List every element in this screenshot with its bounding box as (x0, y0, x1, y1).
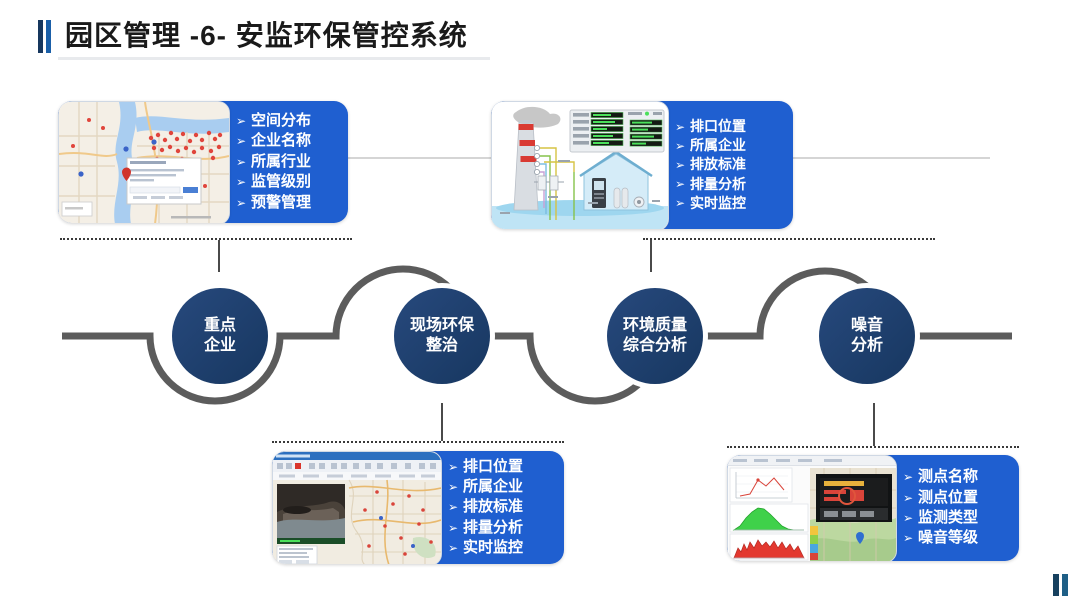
connector-stem-bottom-left (441, 403, 443, 441)
bullet-arrow-icon: ➢ (236, 175, 247, 190)
bullet-label: 企业名称 (251, 132, 312, 150)
bullet-arrow-icon: ➢ (903, 531, 914, 546)
bullet-item[interactable]: ➢ 预警管理 (236, 193, 340, 213)
bullet-item[interactable]: ➢ 实时监控 (448, 538, 556, 558)
bullet-item[interactable]: ➢ 所属企业 (448, 477, 556, 497)
bullet-label: 噪音等级 (918, 529, 979, 547)
bullet-item[interactable]: ➢ 空间分布 (236, 111, 340, 131)
node-env-quality[interactable]: 环境质量 综合分析 (607, 288, 703, 384)
bullet-arrow-icon: ➢ (903, 490, 914, 505)
bullet-label: 实时监控 (690, 194, 746, 211)
bullet-label: 排量分析 (690, 175, 746, 192)
callout-env-quality-bullets: ➢ 排口位置 ➢ 所属企业 ➢ 排放标准 ➢ 排量分析 ➢ 实时监控 (442, 451, 564, 564)
bullet-arrow-icon: ➢ (675, 157, 686, 172)
process-connector-rail (62, 265, 1012, 405)
title-accent-bars (38, 19, 51, 53)
factory-emission-diagram (491, 101, 669, 229)
node-noise-analysis[interactable]: 噪音 分析 (819, 288, 915, 384)
page-title: 园区管理 -6- 安监环保管控系统 (38, 14, 468, 58)
node-label-line2: 整治 (425, 337, 458, 354)
bullet-arrow-icon: ➢ (236, 134, 247, 149)
monitoring-map-screenshot (272, 451, 442, 564)
bullet-label: 所属企业 (463, 477, 524, 495)
title-divider (58, 57, 490, 60)
connector-stem-top-right (650, 240, 652, 272)
bullet-label: 监管级别 (251, 173, 312, 191)
slide-corner-mark (1053, 574, 1068, 596)
bullet-item[interactable]: ➢ 实时监控 (675, 194, 785, 213)
page-title-text: 园区管理 -6- 安监环保管控系统 (65, 20, 468, 51)
bullet-item[interactable]: ➢ 监管级别 (236, 172, 340, 192)
node-label-line2: 企业 (203, 337, 236, 354)
bullet-label: 排量分析 (463, 518, 524, 536)
bullet-label: 测点位置 (918, 488, 979, 506)
bullet-arrow-icon: ➢ (675, 138, 686, 153)
map-distribution-screenshot (58, 101, 230, 223)
node-label-line1: 现场环保 (409, 317, 474, 335)
connector-dotted-bottom-left (272, 441, 564, 443)
bullet-label: 空间分布 (251, 112, 312, 130)
bullet-item[interactable]: ➢ 排口位置 (448, 457, 556, 477)
bullet-item[interactable]: ➢ 所属行业 (236, 152, 340, 172)
node-label-line1: 重点 (203, 317, 236, 335)
bullet-label: 排放标准 (690, 156, 746, 173)
bullet-label: 实时监控 (463, 539, 524, 557)
callout-noise-analysis[interactable]: ➢ 测点名称 ➢ 测点位置 ➢ 监测类型 ➢ 噪音等级 (727, 455, 1019, 561)
bullet-item[interactable]: ➢ 排量分析 (448, 518, 556, 538)
node-label-line1: 环境质量 (622, 317, 687, 335)
bullet-label: 预警管理 (251, 193, 312, 211)
bullet-item[interactable]: ➢ 排放标准 (448, 497, 556, 517)
bullet-arrow-icon: ➢ (903, 470, 914, 485)
bullet-arrow-icon: ➢ (448, 500, 459, 515)
callout-env-quality[interactable]: ➢ 排口位置 ➢ 所属企业 ➢ 排放标准 ➢ 排量分析 ➢ 实时监控 (272, 451, 564, 564)
callout-key-enterprise-bullets: ➢ 空间分布 ➢ 企业名称 ➢ 所属行业 ➢ 监管级别 ➢ 预警管理 (230, 101, 348, 223)
connector-stem-top-left (218, 240, 220, 272)
node-label-line2: 分析 (850, 337, 883, 354)
node-label-line1: 噪音 (850, 317, 883, 335)
bullet-arrow-icon: ➢ (675, 195, 686, 210)
bullet-label: 监测类型 (918, 509, 979, 526)
bullet-item[interactable]: ➢ 监测类型 (903, 508, 1011, 528)
bullet-arrow-icon: ➢ (236, 114, 247, 129)
bullet-arrow-icon: ➢ (448, 541, 459, 556)
bullet-item[interactable]: ➢ 排放标准 (675, 155, 785, 174)
bullet-arrow-icon: ➢ (448, 520, 459, 535)
node-label-line2: 综合分析 (622, 337, 687, 354)
connector-dotted-bottom-right (727, 446, 1019, 448)
bullet-item[interactable]: ➢ 企业名称 (236, 131, 340, 151)
bullet-label: 排放标准 (463, 498, 524, 516)
bullet-arrow-icon: ➢ (236, 195, 247, 210)
bullet-label: 所属行业 (251, 152, 312, 170)
bullet-item[interactable]: ➢ 所属企业 (675, 136, 785, 155)
connector-dotted-top-right (643, 238, 935, 240)
bullet-arrow-icon: ➢ (448, 459, 459, 474)
bullet-arrow-icon: ➢ (448, 479, 459, 494)
bullet-item[interactable]: ➢ 排量分析 (675, 175, 785, 194)
bullet-arrow-icon: ➢ (236, 154, 247, 169)
node-onsite-env[interactable]: 现场环保 整治 (394, 288, 490, 384)
bullet-arrow-icon: ➢ (903, 511, 914, 526)
callout-key-enterprise[interactable]: ➢ 空间分布 ➢ 企业名称 ➢ 所属行业 ➢ 监管级别 ➢ 预警管理 (58, 101, 348, 223)
bullet-item[interactable]: ➢ 测点位置 (903, 488, 1011, 508)
bullet-arrow-icon: ➢ (675, 119, 686, 134)
connector-stem-bottom-right (873, 403, 875, 446)
connector-dotted-top-left (60, 238, 352, 240)
bullet-item[interactable]: ➢ 测点名称 (903, 467, 1011, 487)
bullet-label: 排口位置 (463, 457, 524, 475)
bullet-item[interactable]: ➢ 排口位置 (675, 117, 785, 136)
callout-noise-analysis-bullets: ➢ 测点名称 ➢ 测点位置 ➢ 监测类型 ➢ 噪音等级 (897, 455, 1019, 561)
bullet-arrow-icon: ➢ (675, 176, 686, 191)
callout-onsite-env[interactable]: ➢ 排口位置 ➢ 所属企业 ➢ 排放标准 ➢ 排量分析 ➢ 实时监控 (491, 101, 793, 229)
bullet-label: 排口位置 (690, 118, 746, 135)
noise-dashboard-screenshot (727, 455, 897, 561)
callout-onsite-env-bullets: ➢ 排口位置 ➢ 所属企业 ➢ 排放标准 ➢ 排量分析 ➢ 实时监控 (669, 101, 793, 229)
bullet-item[interactable]: ➢ 噪音等级 (903, 528, 1011, 548)
bullet-label: 测点名称 (918, 468, 979, 486)
bullet-label: 所属企业 (690, 137, 746, 154)
node-key-enterprise[interactable]: 重点 企业 (172, 288, 268, 384)
